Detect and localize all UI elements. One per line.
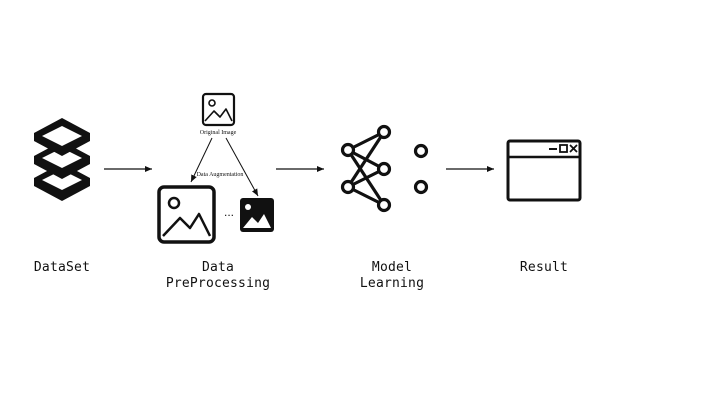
original-image-icon	[201, 92, 236, 127]
close-icon	[569, 144, 578, 153]
arrow-to-augmented-small	[225, 137, 259, 197]
augmented-image-small-icon	[240, 198, 274, 232]
stacked-layers-icon	[34, 118, 90, 201]
augmented-image-large-icon	[157, 185, 216, 244]
app-window-icon	[506, 139, 582, 202]
maximize-icon	[559, 144, 568, 153]
ellipsis: ...	[224, 205, 234, 219]
dataset-label: DataSet	[34, 260, 90, 275]
result-label: Result	[520, 260, 568, 275]
neural-network-icon	[340, 124, 429, 213]
model-label-line1: Model	[372, 260, 412, 275]
original-image-label: Original Image	[200, 130, 237, 136]
preprocessing-label-line1: Data	[202, 260, 234, 275]
preprocessing-label-line2: PreProcessing	[166, 276, 270, 291]
arrow-to-augmented-large	[190, 137, 213, 183]
model-label-line2: Learning	[360, 276, 424, 291]
augmentation-label: Data Augmentation	[197, 172, 244, 178]
